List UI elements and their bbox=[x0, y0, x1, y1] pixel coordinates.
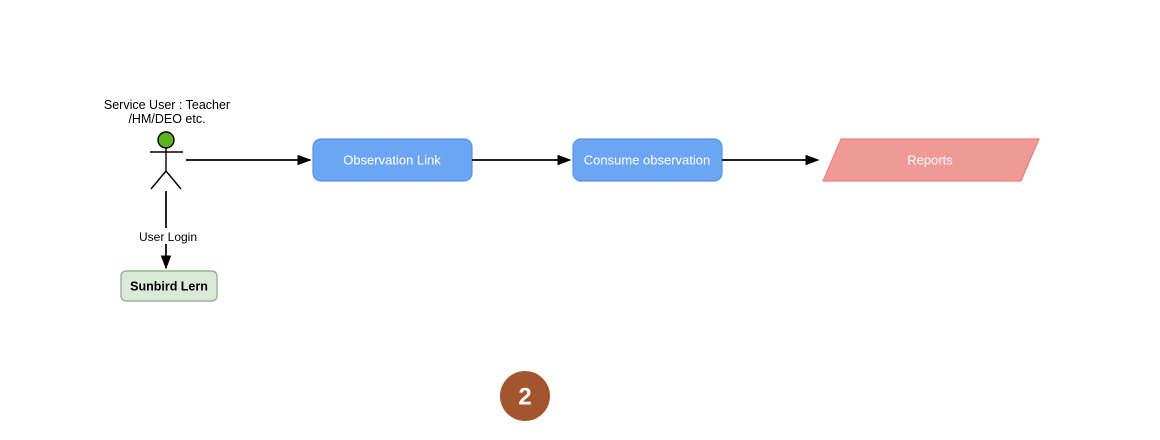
actor-left-leg-line bbox=[150, 170, 167, 190]
user-login-label: User Login bbox=[139, 230, 197, 244]
sunbird-lern-box bbox=[120, 270, 218, 302]
actor-label-line2: /HM/DEO etc. bbox=[128, 112, 205, 126]
badge-circle bbox=[500, 371, 550, 421]
node-reports: Reports bbox=[822, 138, 1040, 182]
actor-label-line1: Service User : Teacher bbox=[104, 98, 230, 112]
consume-observation-label: Consume observation bbox=[584, 153, 710, 168]
sunbird-lern-label: Sunbird Lern bbox=[130, 280, 208, 294]
badge-number: 2 bbox=[518, 384, 531, 411]
user-login-label-background bbox=[136, 228, 200, 244]
node-observation-link: Observation Link bbox=[312, 138, 473, 182]
actor-right-leg-line bbox=[165, 170, 182, 190]
node-consume-observation: Consume observation bbox=[572, 138, 723, 182]
edge-user-login: User Login bbox=[136, 191, 200, 268]
reports-label: Reports bbox=[907, 153, 953, 168]
actor-service-user: Service User : Teacher /HM/DEO etc. bbox=[104, 98, 230, 190]
node-sunbird-lern: Sunbird Lern bbox=[120, 270, 218, 302]
actor-head-icon bbox=[157, 131, 175, 149]
observation-link-label: Observation Link bbox=[343, 153, 441, 168]
reports-parallelogram bbox=[822, 138, 1040, 182]
step-number-badge: 2 bbox=[500, 371, 550, 421]
